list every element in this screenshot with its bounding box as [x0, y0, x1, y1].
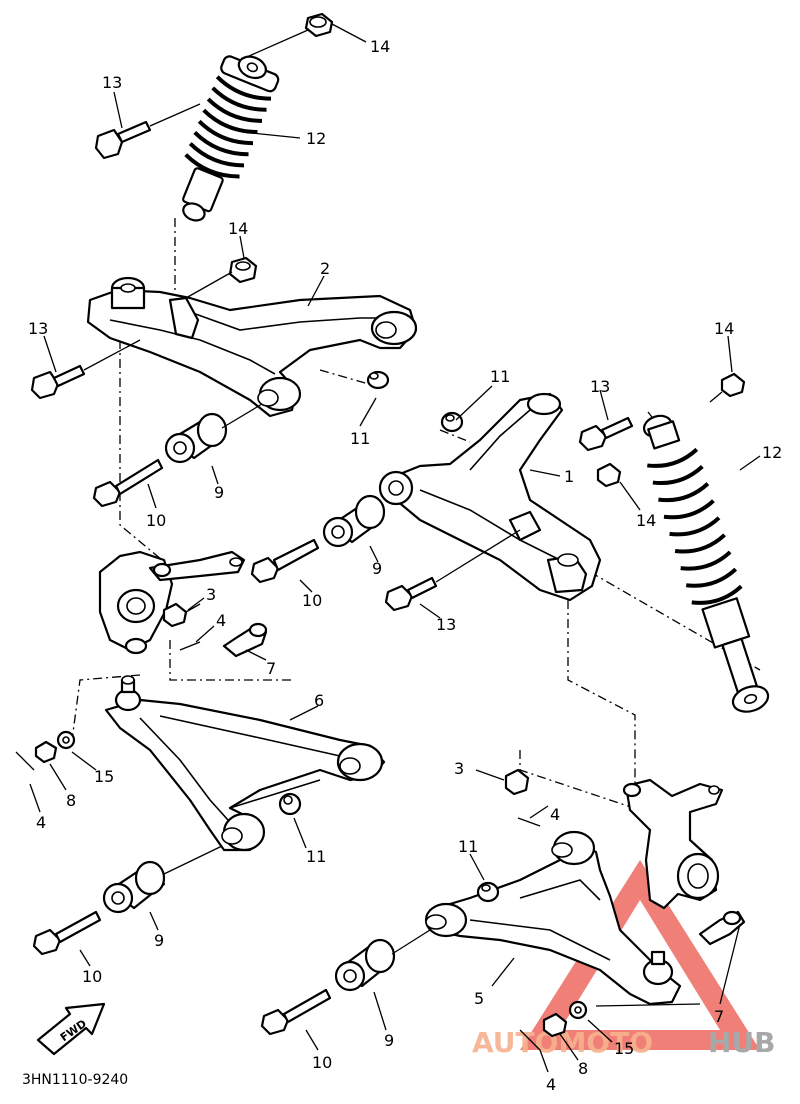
callout-10: 10: [82, 967, 102, 986]
callout-9: 9: [154, 931, 164, 950]
callout-4: 4: [216, 611, 226, 630]
shock-absorber-left: [182, 55, 280, 222]
callout-14: 14: [636, 511, 656, 530]
shock-absorber-right: [642, 414, 770, 713]
bushing-upper-left: [164, 412, 228, 464]
callout-4: 4: [550, 805, 560, 824]
callout-11: 11: [350, 429, 370, 448]
callout-9: 9: [214, 483, 224, 502]
bushing-lower-left: [102, 860, 166, 914]
castle-nut-left: [162, 602, 188, 628]
callout-8: 8: [578, 1059, 588, 1078]
lower-arm-right: [424, 830, 682, 1006]
nut-14-right-shock: [720, 372, 746, 398]
callout-13: 13: [28, 319, 48, 338]
callout-13: 13: [102, 73, 122, 92]
callout-3: 3: [454, 759, 464, 778]
bushing-upper-right: [322, 494, 386, 548]
callout-12: 12: [306, 129, 326, 148]
bolt-upper-arm: [30, 339, 141, 400]
callout-7: 7: [266, 659, 276, 678]
callout-14: 14: [228, 219, 248, 238]
ball-joint-bolt-left: [222, 622, 268, 658]
callout-15: 15: [614, 1039, 634, 1058]
upper-arm-right: [378, 392, 602, 602]
bolt-10-lower-right: [260, 988, 332, 1036]
bolt-10-lower-left: [32, 910, 102, 956]
cotter-pin-right-lower: [519, 1029, 541, 1051]
bushing-lower-right: [334, 938, 396, 992]
washer-right: [568, 1000, 588, 1020]
nut-8-left: [34, 740, 58, 764]
callout-9: 9: [384, 1031, 394, 1050]
callout-13: 13: [436, 615, 456, 634]
callout-7: 7: [714, 1007, 724, 1026]
ball-joint-bolt-right: [698, 910, 746, 946]
nut-11-upper-left: [366, 370, 390, 390]
upper-arm-left: [86, 276, 418, 418]
nut-top-left: [304, 12, 334, 38]
cotter-pin-left: [179, 641, 201, 651]
diagram-code: 3HN1110-9240: [22, 1072, 128, 1088]
nut-upper-arm: [228, 256, 258, 284]
cotter-pin-left-lower: [15, 751, 35, 771]
nut-11-lower-right: [476, 881, 500, 903]
bolt-13-right-shock: [578, 416, 634, 452]
steering-knuckle-right: [622, 778, 724, 910]
callout-8: 8: [66, 791, 76, 810]
callout-6: 6: [314, 691, 324, 710]
callout-10: 10: [302, 591, 322, 610]
callout-numbers: 14 13 12 14 2 13 11 9 10 11 1 13 14 12 1…: [28, 37, 782, 1094]
lower-arm-left: [104, 675, 386, 852]
nut-8-right: [542, 1012, 568, 1038]
nut-14-right-arm: [596, 462, 622, 488]
callout-14: 14: [714, 319, 734, 338]
callout-9: 9: [372, 559, 382, 578]
bolt-10-upper-left: [92, 458, 164, 508]
svg-text:HUB: HUB: [708, 1026, 776, 1059]
callout-11: 11: [306, 847, 326, 866]
callout-leaders: [29, 23, 761, 1073]
callout-1: 1: [564, 467, 574, 486]
callout-3: 3: [206, 585, 216, 604]
callout-10: 10: [312, 1053, 332, 1072]
washer-left: [56, 730, 76, 750]
steering-knuckle-left: [98, 550, 246, 655]
callout-15: 15: [94, 767, 114, 786]
castle-nut-right: [504, 768, 530, 796]
callout-5: 5: [474, 989, 484, 1008]
callout-10: 10: [146, 511, 166, 530]
callout-11: 11: [490, 367, 510, 386]
callout-11: 11: [458, 837, 478, 856]
nut-11-upper-right: [440, 411, 464, 433]
cotter-pin-right: [517, 817, 541, 827]
callout-4: 4: [546, 1075, 556, 1094]
bolt-10-mid-left: [250, 538, 320, 584]
bolt-13-right-arm: [384, 529, 521, 612]
nut-11-lower-left: [278, 792, 302, 816]
callout-13: 13: [590, 377, 610, 396]
callout-2: 2: [320, 259, 330, 278]
callout-14: 14: [370, 37, 390, 56]
callout-12: 12: [762, 443, 782, 462]
callout-4: 4: [36, 813, 46, 832]
forward-arrow-icon: FWD: [36, 1002, 106, 1056]
bolt-upper-shock-left: [94, 103, 201, 160]
